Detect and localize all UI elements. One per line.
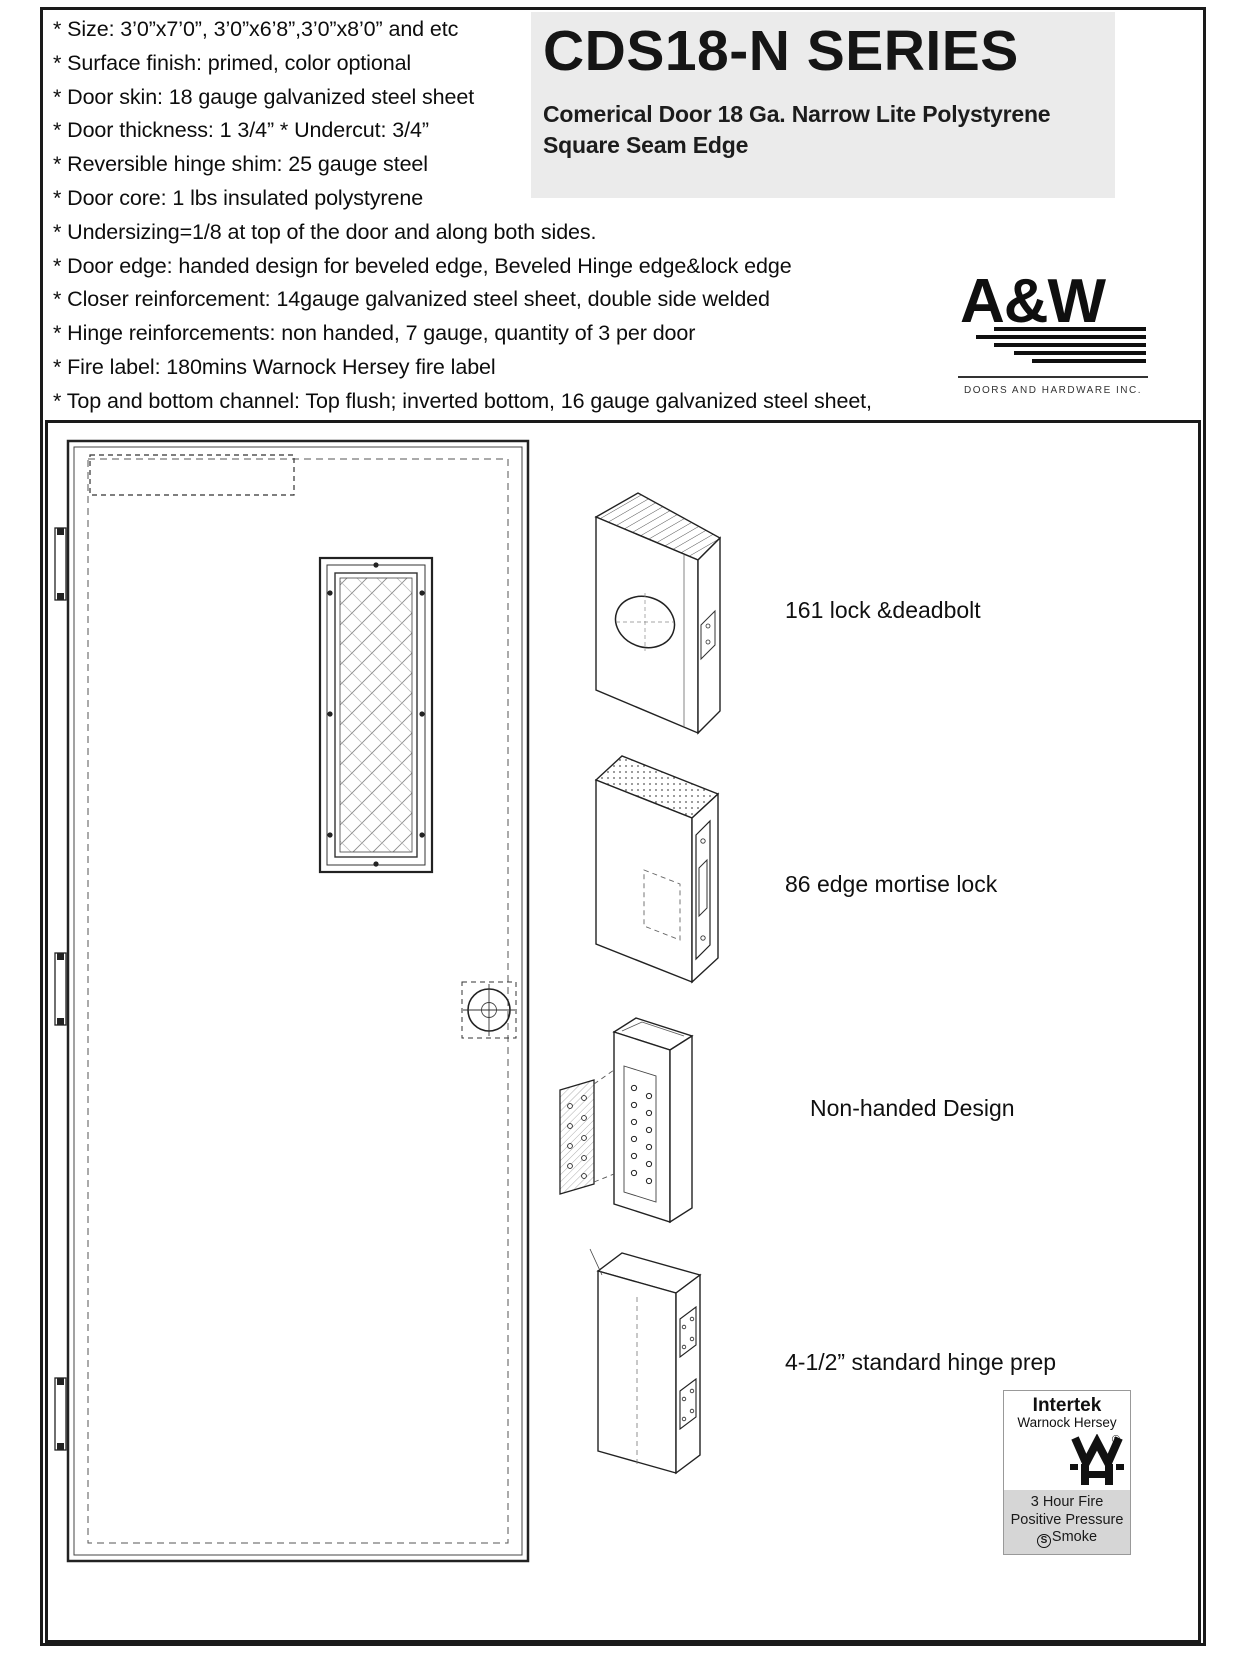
logo-text: A&W xyxy=(960,267,1107,336)
hinge-mark-top xyxy=(54,527,67,601)
hinge-mark-middle xyxy=(54,952,67,1026)
spec-line: * Door thickness: 1 3/4” * Undercut: 3/4… xyxy=(53,118,429,143)
aw-logo-icon: A&W DOORS AND HARDWARE INC. xyxy=(958,267,1148,396)
document-border: * Size: 3’0”x7’0”, 3’0”x6’8”,3’0”x8’0” a… xyxy=(40,7,1206,1646)
cert-brand: Intertek xyxy=(1032,1395,1102,1416)
spec-line: * Reversible hinge shim: 25 gauge steel xyxy=(53,152,428,177)
cert-subbrand: Warnock Hersey xyxy=(1017,1415,1117,1430)
spec-line: * Closer reinforcement: 14gauge galvaniz… xyxy=(53,287,770,312)
certification-mark: Intertek Warnock Hersey ® xyxy=(1003,1390,1131,1555)
warnock-hersey-logo-icon: ® xyxy=(1004,1434,1130,1488)
registered-mark: ® xyxy=(1111,1434,1120,1446)
spec-line: * Door skin: 18 gauge galvanized steel s… xyxy=(53,84,475,109)
series-subtitle-line2: Square Seam Edge xyxy=(543,131,749,158)
smoke-s-icon: S xyxy=(1036,1534,1051,1548)
label-hinge-prep: 4-1/2” standard hinge prep xyxy=(785,1349,1057,1375)
cert-fire-line1: 3 Hour Fire xyxy=(1030,1494,1104,1510)
hinge-mark-bottom xyxy=(54,1377,67,1451)
spec-line: * Door edge: handed design for beveled e… xyxy=(53,253,792,278)
spec-line: * Door core: 1 lbs insulated polystyrene xyxy=(53,185,424,210)
mortise-lock-diagram xyxy=(594,755,720,984)
hinge-prep-diagram xyxy=(589,1248,702,1475)
door-elevation-drawing xyxy=(54,439,530,1563)
cert-smoke-label: Smoke xyxy=(1051,1529,1098,1545)
spec-list: * Size: 3’0”x7’0”, 3’0”x6’8”,3’0”x8’0” a… xyxy=(53,13,872,419)
lock-deadbolt-diagram xyxy=(594,492,722,735)
company-logo: A&W DOORS AND HARDWARE INC. xyxy=(958,266,1153,406)
label-non-handed: Non-handed Design xyxy=(810,1095,1015,1121)
label-lock-deadbolt: 161 lock &deadbolt xyxy=(785,597,981,623)
spec-line: * Fire label: 180mins Warnock Hersey fir… xyxy=(53,354,496,379)
series-subtitle-line1: Comerical Door 18 Ga. Narrow Lite Polyst… xyxy=(543,100,1051,127)
series-title: CDS18-N SERIES xyxy=(543,19,1019,83)
cert-header: Intertek Warnock Hersey ® xyxy=(1004,1391,1130,1488)
label-mortise-lock: 86 edge mortise lock xyxy=(785,871,998,897)
logo-tagline: DOORS AND HARDWARE INC. xyxy=(964,385,1142,396)
spec-line: * Hinge reinforcements: non handed, 7 ga… xyxy=(53,321,696,346)
diagram-panel: 161 lock &deadbolt 86 edge mortise lock … xyxy=(45,420,1201,1643)
title-block: CDS18-N SERIES Comerical Door 18 Ga. Nar… xyxy=(531,12,1115,198)
cert-fire-line2: Positive Pressure xyxy=(1010,1511,1124,1528)
spec-line: * Top and bottom channel: Top flush; inv… xyxy=(53,388,872,413)
spec-line: * Size: 3’0”x7’0”, 3’0”x6’8”,3’0”x8’0” a… xyxy=(53,17,459,41)
spec-line: * Undersizing=1/8 at top of the door and… xyxy=(53,219,597,244)
spec-line: * Surface finish: primed, color optional xyxy=(53,50,412,75)
non-handed-design-diagram xyxy=(559,1017,694,1224)
